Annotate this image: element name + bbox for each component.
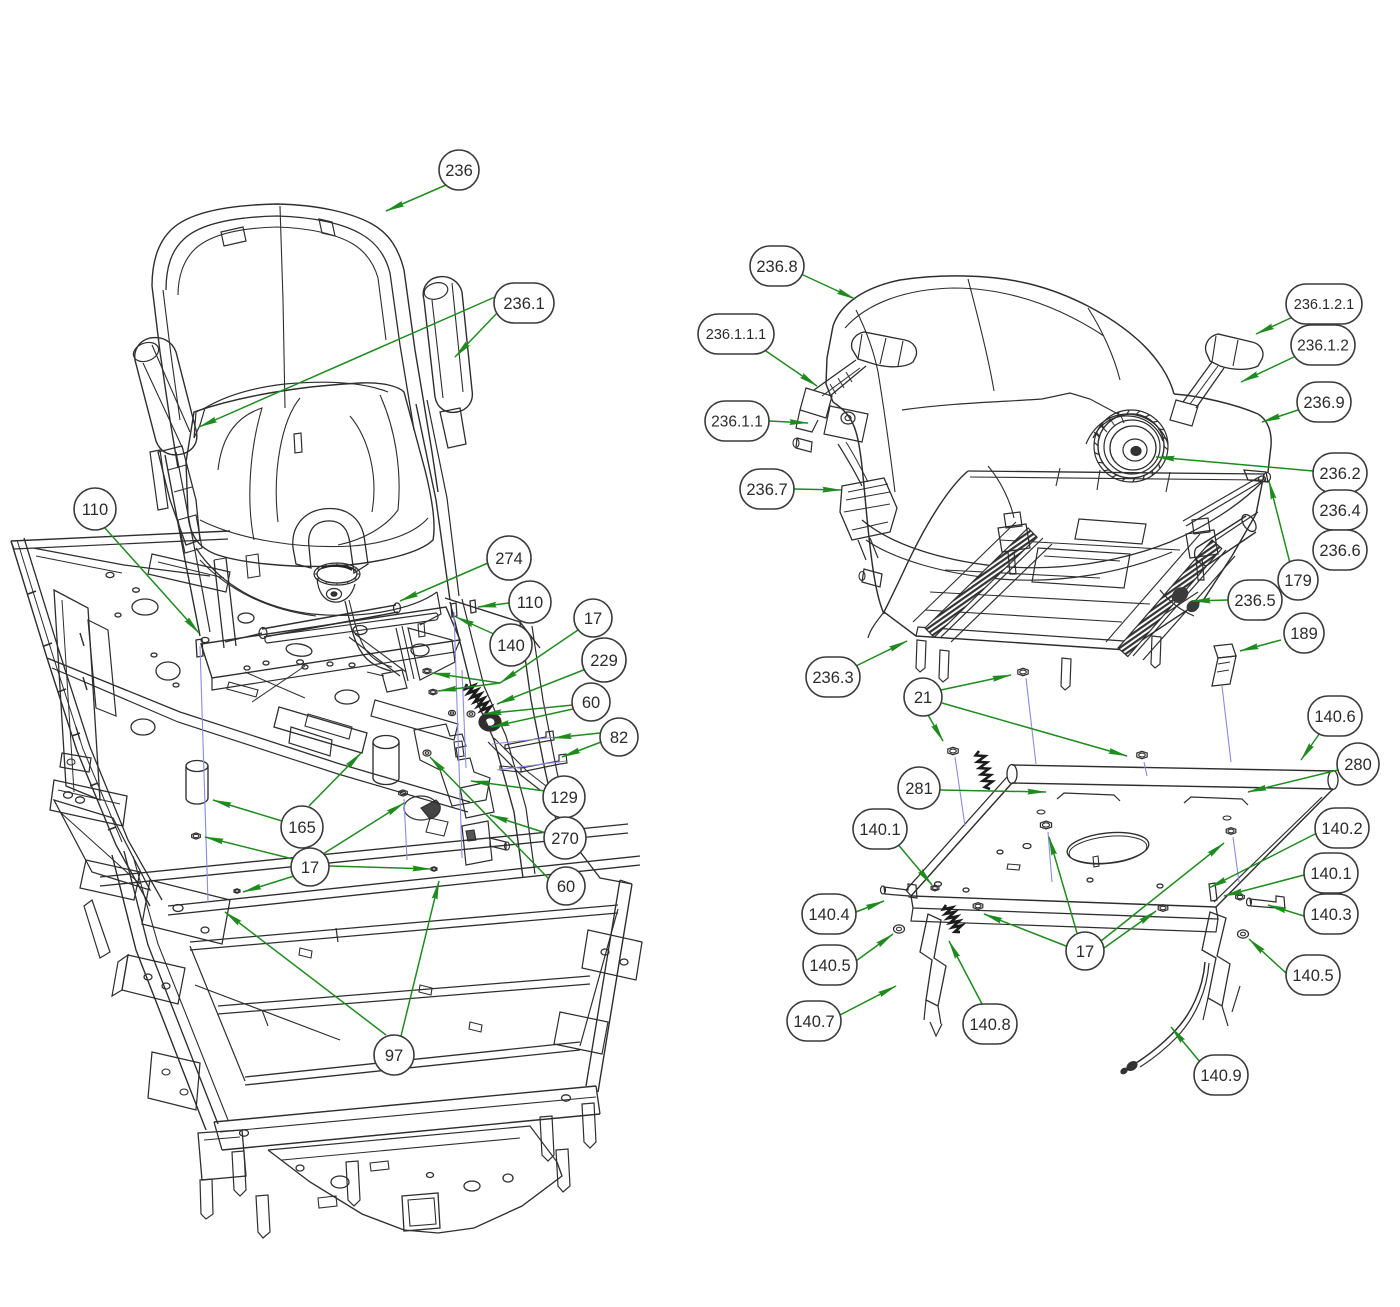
svg-text:97: 97 bbox=[385, 1047, 403, 1065]
svg-text:129: 129 bbox=[550, 789, 578, 807]
svg-text:280: 280 bbox=[1344, 756, 1372, 774]
svg-text:140.3: 140.3 bbox=[1310, 906, 1351, 924]
svg-text:21: 21 bbox=[914, 689, 932, 707]
svg-text:17: 17 bbox=[301, 859, 319, 877]
svg-text:140.1: 140.1 bbox=[859, 821, 900, 839]
svg-text:140.6: 140.6 bbox=[1314, 708, 1355, 726]
svg-text:236.9: 236.9 bbox=[1303, 394, 1344, 412]
svg-text:236.2: 236.2 bbox=[1319, 465, 1360, 483]
svg-text:140.5: 140.5 bbox=[809, 957, 850, 975]
svg-text:236.5: 236.5 bbox=[1234, 592, 1275, 610]
svg-text:179: 179 bbox=[1284, 572, 1312, 590]
svg-text:17: 17 bbox=[1076, 943, 1094, 961]
svg-text:236.3: 236.3 bbox=[812, 669, 853, 687]
svg-text:140.2: 140.2 bbox=[1321, 820, 1362, 838]
svg-text:82: 82 bbox=[610, 729, 628, 747]
svg-text:236.1.1.1: 236.1.1.1 bbox=[706, 327, 766, 343]
svg-text:110: 110 bbox=[517, 594, 543, 612]
svg-text:236.1: 236.1 bbox=[503, 295, 544, 313]
svg-text:140.8: 140.8 bbox=[969, 1016, 1010, 1034]
svg-text:270: 270 bbox=[551, 830, 579, 848]
svg-text:236.4: 236.4 bbox=[1319, 502, 1360, 520]
svg-text:140: 140 bbox=[497, 637, 525, 655]
svg-text:17: 17 bbox=[584, 610, 602, 628]
svg-text:236: 236 bbox=[445, 162, 473, 180]
svg-text:140.1: 140.1 bbox=[1310, 865, 1351, 883]
svg-text:236.1.2: 236.1.2 bbox=[1297, 338, 1349, 355]
svg-text:140.4: 140.4 bbox=[808, 906, 849, 924]
svg-text:236.8: 236.8 bbox=[756, 258, 797, 276]
svg-text:281: 281 bbox=[905, 780, 933, 798]
svg-text:274: 274 bbox=[495, 550, 523, 568]
svg-text:140.7: 140.7 bbox=[793, 1013, 834, 1031]
svg-text:236.6: 236.6 bbox=[1319, 542, 1360, 560]
svg-text:236.1.2.1: 236.1.2.1 bbox=[1294, 297, 1354, 313]
svg-text:189: 189 bbox=[1290, 625, 1318, 643]
svg-text:110: 110 bbox=[82, 501, 108, 519]
svg-text:140.9: 140.9 bbox=[1200, 1067, 1241, 1085]
svg-text:140.5: 140.5 bbox=[1292, 967, 1333, 985]
svg-text:229: 229 bbox=[590, 652, 618, 670]
svg-text:60: 60 bbox=[557, 878, 575, 896]
svg-text:165: 165 bbox=[288, 819, 316, 837]
svg-text:60: 60 bbox=[582, 694, 600, 712]
svg-text:236.1.1: 236.1.1 bbox=[711, 414, 763, 431]
svg-text:236.7: 236.7 bbox=[746, 481, 787, 499]
